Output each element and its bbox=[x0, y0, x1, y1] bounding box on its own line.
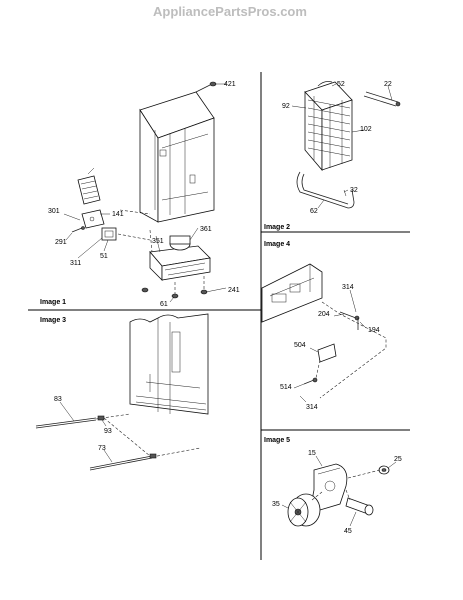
label-514: 514 bbox=[280, 384, 292, 391]
label-241: 241 bbox=[228, 287, 240, 294]
rail-73-part bbox=[89, 447, 201, 471]
screw-421-part bbox=[195, 81, 222, 93]
screw-514-part bbox=[303, 377, 318, 385]
evaporator-coil-part bbox=[304, 81, 353, 172]
label-314-top: 314 bbox=[342, 284, 354, 291]
label-51: 51 bbox=[100, 253, 108, 260]
label-83: 83 bbox=[54, 396, 62, 403]
image-5-leaders bbox=[281, 455, 397, 527]
label-32: 32 bbox=[350, 187, 358, 194]
label-35: 35 bbox=[272, 501, 280, 508]
label-291: 291 bbox=[55, 239, 67, 246]
label-141: 141 bbox=[112, 211, 124, 218]
evaporator-cover-part bbox=[77, 167, 101, 205]
image-4-drawing bbox=[261, 263, 387, 399]
image-2-drawing bbox=[296, 81, 401, 209]
label-93: 93 bbox=[104, 428, 112, 435]
watermark: AppliancePartsPros.com bbox=[153, 4, 307, 19]
compressor-assembly bbox=[149, 235, 211, 281]
label-62: 62 bbox=[310, 208, 318, 215]
label-22: 22 bbox=[384, 81, 392, 88]
refrigerator-lower-cabinet bbox=[129, 313, 209, 415]
label-73: 73 bbox=[98, 445, 106, 452]
label-102: 102 bbox=[360, 126, 372, 133]
label-15: 15 bbox=[308, 450, 316, 457]
bracket-204-part bbox=[339, 311, 360, 330]
image-3-leaders bbox=[59, 401, 113, 463]
label-314-bottom: 314 bbox=[306, 404, 318, 411]
image-4-title: Image 4 bbox=[264, 241, 290, 248]
fan-blade-35-part bbox=[287, 493, 321, 527]
fan-motor-45-part bbox=[345, 497, 374, 516]
label-61: 61 bbox=[160, 301, 168, 308]
label-351: 351 bbox=[152, 238, 164, 245]
image-1-leaders bbox=[63, 83, 227, 303]
label-194: 194 bbox=[368, 327, 380, 334]
image-5-drawing bbox=[287, 463, 390, 527]
bracket-141-part bbox=[81, 209, 105, 229]
image-4-leaders bbox=[293, 289, 367, 403]
rail-83-part bbox=[35, 413, 131, 429]
image-4-labels: 314 204 194 504 514 314 bbox=[280, 284, 380, 411]
image-2-labels: 52 22 92 102 32 62 bbox=[282, 81, 392, 215]
image-1-title: Image 1 bbox=[40, 299, 66, 306]
clip-291-part bbox=[71, 226, 85, 233]
label-504: 504 bbox=[294, 342, 306, 349]
image-1-drawing bbox=[71, 81, 222, 299]
image-2-leaders bbox=[291, 83, 393, 209]
heater-62-part bbox=[296, 171, 355, 209]
label-204: 204 bbox=[318, 311, 330, 318]
freezer-interior-part bbox=[261, 263, 323, 323]
drain-51-part bbox=[101, 227, 117, 241]
label-45: 45 bbox=[344, 528, 352, 535]
image-3-drawing bbox=[35, 313, 209, 471]
panel-frames bbox=[28, 72, 410, 560]
image-1-labels: 421 301 141 291 51 311 351 361 241 61 bbox=[48, 81, 240, 308]
label-361: 361 bbox=[200, 226, 212, 233]
heater-22-part bbox=[363, 91, 401, 107]
image-3-title: Image 3 bbox=[40, 317, 66, 324]
image-5-labels: 15 25 35 45 bbox=[272, 450, 402, 535]
cap-93-part bbox=[97, 415, 105, 421]
foot-61-part bbox=[171, 293, 179, 299]
damper-504-part bbox=[317, 343, 337, 363]
label-311: 311 bbox=[70, 260, 81, 267]
image-5-title: Image 5 bbox=[264, 437, 290, 444]
label-25: 25 bbox=[394, 456, 402, 463]
image-3-labels: 83 93 73 bbox=[54, 396, 112, 452]
grommet-25-part bbox=[378, 465, 390, 475]
refrigerator-cabinet bbox=[139, 91, 215, 223]
label-301: 301 bbox=[48, 208, 60, 215]
image-2-title: Image 2 bbox=[264, 224, 290, 231]
label-52: 52 bbox=[337, 81, 345, 88]
label-92: 92 bbox=[282, 103, 290, 110]
label-421: 421 bbox=[224, 81, 236, 88]
